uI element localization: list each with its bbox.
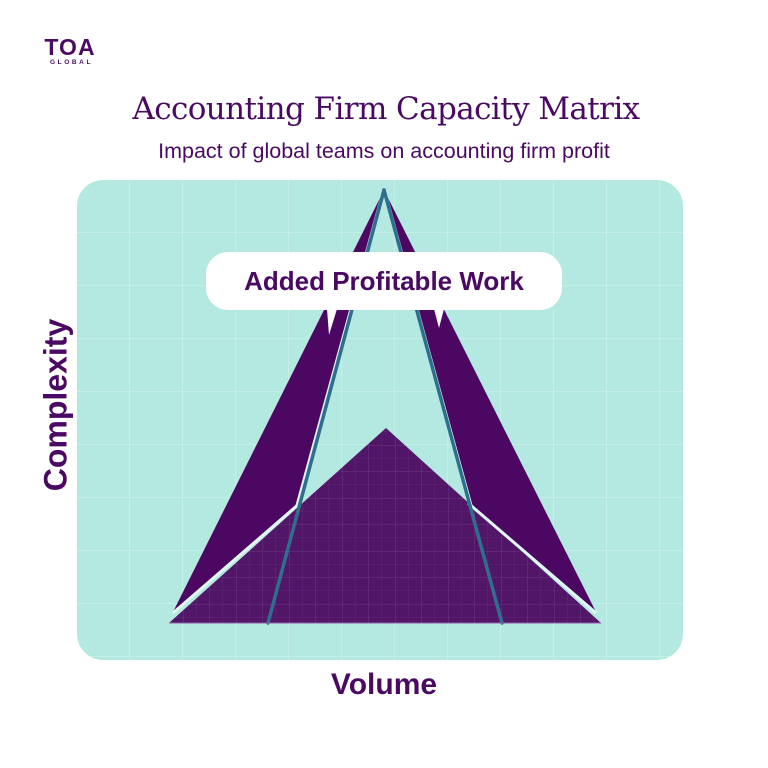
callout-tail-right xyxy=(434,309,444,328)
page-title: Accounting Firm Capacity Matrix xyxy=(132,91,640,127)
callout-tail-left xyxy=(327,309,337,335)
inner-capacity-triangle xyxy=(169,428,601,623)
added-profitable-work-callout: Added Profitable Work xyxy=(206,252,562,310)
page-subtitle: Impact of global teams on accounting fir… xyxy=(158,139,610,163)
logo-subtext: GLOBAL xyxy=(49,59,94,66)
left-separator-line xyxy=(172,501,301,615)
y-axis-label: Complexity xyxy=(37,318,74,492)
x-axis-label: Volume xyxy=(330,668,438,701)
logo-wordmark: TOA xyxy=(44,34,96,60)
right-separator-line xyxy=(467,501,597,615)
toa-global-logo: TOA GLOBAL xyxy=(38,36,102,67)
